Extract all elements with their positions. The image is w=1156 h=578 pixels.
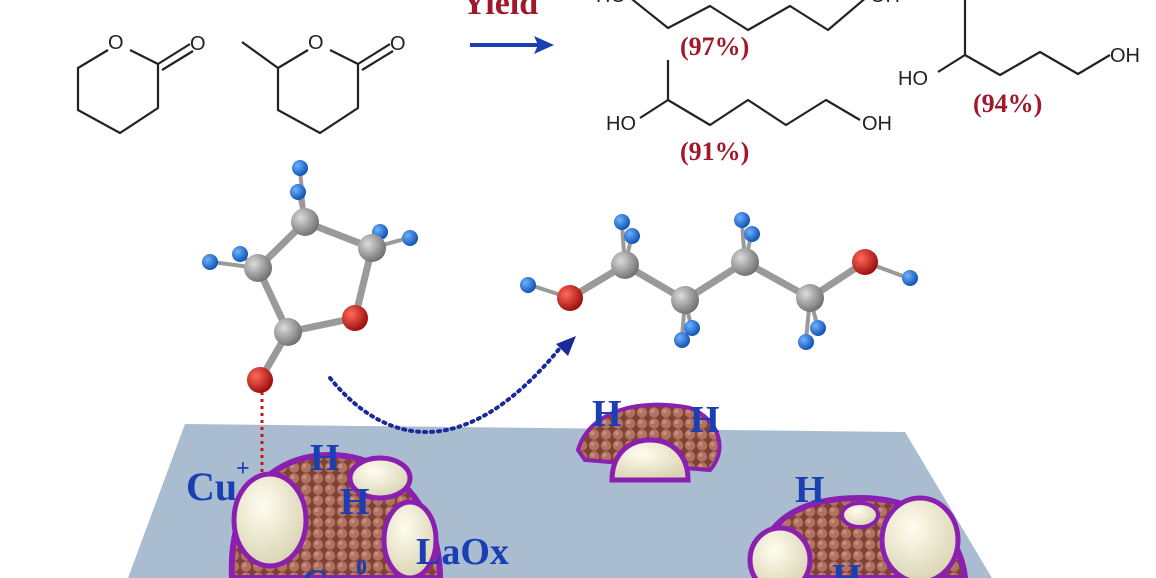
hydrogen-label: H [340, 481, 370, 523]
hydroxyl-left-label: HO [898, 68, 928, 90]
reactant-hexalactone: O O [241, 32, 406, 135]
hydrogen-atom [902, 270, 918, 286]
yield-label: Yield [462, 0, 538, 22]
reaction-arrow: Yield [462, 0, 554, 54]
oxygen-atom [852, 249, 878, 275]
carbon-atom [796, 284, 824, 312]
carbon-atom [291, 208, 319, 236]
hydrogen-label: H [832, 557, 862, 578]
diol-3d-model [520, 212, 918, 350]
hydroxyl-right-label: OH [1110, 45, 1140, 67]
yield-value: (97%) [680, 32, 749, 61]
yield-value: (94%) [973, 89, 1042, 118]
ring-oxygen-label: O [308, 32, 324, 54]
ring-oxygen-label: O [108, 32, 124, 54]
lactone-3d-model [202, 160, 418, 393]
carbon-atom [244, 254, 272, 282]
carbon-atom [358, 234, 386, 262]
hydrogen-label: H [310, 437, 340, 479]
carbonyl-oxygen-label: O [190, 33, 206, 55]
hydrogen-atom [684, 320, 700, 336]
hydrogen-atom [232, 246, 248, 262]
carbonyl-oxygen-label: O [390, 33, 406, 55]
product-diol-3: HO OH (94%) [898, 0, 1140, 118]
hydrogen-label: H [592, 393, 622, 435]
hydrogen-atom [798, 334, 814, 350]
hydrogen-atom [290, 184, 306, 200]
dotted-arrow-head-icon [556, 336, 576, 356]
carbon-atom [274, 318, 302, 346]
hydroxyl-right-label: OH [870, 0, 900, 7]
catalyst-labels: Cu + H H LaOx Cu 0 H H H H [186, 393, 862, 578]
oxygen-atom [247, 367, 273, 393]
nanoparticle-left [228, 451, 444, 578]
yield-value: (91%) [680, 137, 749, 166]
hydrogen-atom [292, 160, 308, 176]
hydrogen-atom [674, 332, 690, 348]
carbon-atom [611, 251, 639, 279]
hydroxyl-left-label: HO [606, 113, 636, 135]
hydrogen-atom [624, 228, 640, 244]
dotted-path-arrow [328, 346, 562, 434]
product-pentanediol: HO OH (97%) [596, 0, 900, 61]
hydrogen-atom [202, 254, 218, 270]
cu-zero-charge: 0 [356, 554, 367, 578]
nanoparticle-right [747, 494, 969, 578]
oxygen-atom [557, 285, 583, 311]
carbon-atom [671, 286, 699, 314]
hydrogen-label: H [690, 399, 720, 441]
hydrogen-atom [520, 277, 536, 293]
cu-zero-label: Cu [302, 562, 348, 578]
hydrogen-atom [744, 226, 760, 242]
hydrogen-atom [614, 214, 630, 230]
laox-label: LaOx [416, 531, 509, 573]
cu-plus-label: Cu [186, 464, 237, 509]
hydrogen-atom [810, 320, 826, 336]
oxygen-atom [342, 305, 368, 331]
nanoparticle-middle [575, 402, 722, 483]
reactant-valerolactone: O O [76, 32, 206, 135]
hydrogen-atom [402, 230, 418, 246]
carbon-atom [731, 248, 759, 276]
hydrogen-atom [734, 212, 750, 228]
hydroxyl-left-label: HO [596, 0, 626, 7]
arrow-head-icon [534, 36, 554, 54]
hydrogen-label: H [795, 469, 825, 511]
hydroxyl-right-label: OH [862, 113, 892, 135]
cu-plus-charge: + [236, 456, 250, 482]
product-hexanediol: HO OH (91%) [606, 60, 892, 166]
